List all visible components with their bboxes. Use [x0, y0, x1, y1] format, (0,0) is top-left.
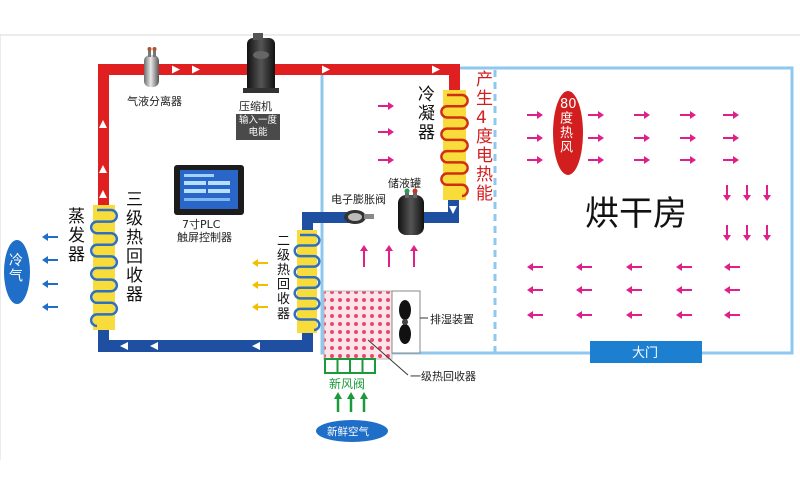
- flow-arrow: [588, 111, 604, 119]
- flow-arrow: [42, 256, 58, 264]
- flow-arrow: [634, 134, 650, 142]
- flow-arrow: [723, 134, 739, 142]
- compressor-note: 输入一度电能: [238, 115, 277, 138]
- flow-arrow: [724, 286, 740, 294]
- recovery1-label: 一级热回收器: [410, 369, 476, 383]
- cold-air-label: 冷气: [9, 253, 23, 285]
- flow-arrow: [626, 311, 642, 319]
- flow-arrow: [360, 245, 368, 267]
- flow-arrow: [385, 245, 393, 267]
- flow-arrow: [576, 286, 592, 294]
- flow-arrow: [42, 303, 58, 311]
- flow-arrow: [42, 233, 58, 241]
- flow-arrow: [680, 134, 696, 142]
- flow-arrow: [527, 156, 543, 164]
- flow-arrow: [378, 156, 394, 164]
- flow-arrow: [527, 286, 543, 294]
- plc-label-1: 7寸PLC: [182, 217, 221, 231]
- flow-arrow: [378, 102, 394, 110]
- condenser-label: 冷凝器: [418, 85, 435, 143]
- flow-arrow: [588, 134, 604, 142]
- flow-arrow: [723, 225, 731, 241]
- flow-arrow: [527, 111, 543, 119]
- fresh-air-arrows: [334, 392, 368, 412]
- expansion-valve-label: 电子膨胀阀: [331, 192, 386, 206]
- compressor-label: 压缩机: [239, 99, 272, 113]
- receiver-tank-icon: [398, 188, 424, 235]
- flow-arrow: [410, 245, 418, 267]
- recovery2-coil: [293, 230, 321, 333]
- expansion-valve-icon: [344, 210, 374, 224]
- flow-arrow: [724, 311, 740, 319]
- flow-arrow: [576, 263, 592, 271]
- flow-arrow: [626, 263, 642, 271]
- fan-icon: [399, 300, 411, 344]
- evaporator-label: 蒸发器: [68, 207, 85, 265]
- flow-arrow: [723, 111, 739, 119]
- flow-arrow: [634, 156, 650, 164]
- fresh-air-label: 新鲜空气: [327, 425, 369, 438]
- recovery2-label: 二级热回收器: [277, 234, 290, 322]
- flow-arrow: [723, 156, 739, 164]
- flow-arrow: [252, 303, 268, 311]
- compressor-note-box: [236, 114, 280, 140]
- hot-air-badge: [553, 91, 583, 175]
- evaporator-coil: [89, 205, 119, 330]
- flow-arrow: [763, 225, 771, 241]
- flow-arrow: [676, 286, 692, 294]
- flow-arrow: [724, 263, 740, 271]
- plc-label-2: 触屏控制器: [177, 230, 232, 244]
- door-label: 大门: [632, 346, 658, 361]
- flow-arrow: [252, 259, 268, 267]
- dehumid-label: 排湿装置: [430, 312, 474, 326]
- receiver-label: 储液罐: [388, 176, 421, 190]
- flow-arrow: [626, 286, 642, 294]
- hot-pipe: [98, 64, 460, 214]
- separator-tank-icon: [144, 47, 159, 87]
- door: [590, 341, 702, 363]
- fresh-valve-grille: [324, 358, 376, 374]
- flow-arrow: [527, 311, 543, 319]
- plc-screen-icon[interactable]: [174, 165, 244, 215]
- separator-label: 气液分离器: [127, 94, 182, 108]
- flow-arrow: [527, 263, 543, 271]
- recovery3-label: 三级热回收器: [126, 190, 143, 305]
- recovery1-leader: [367, 339, 409, 376]
- recovery1-block: [323, 290, 393, 360]
- flow-arrow: [743, 185, 751, 201]
- fresh-air-badge: [316, 420, 388, 442]
- flow-arrow: [576, 311, 592, 319]
- flow-arrow: [42, 280, 58, 288]
- flow-arrow: [680, 111, 696, 119]
- flow-arrow: [676, 311, 692, 319]
- flow-arrow: [634, 111, 650, 119]
- room-border: [320, 66, 794, 355]
- fresh-valve-label: 新风阀: [329, 376, 365, 391]
- flow-arrow: [723, 185, 731, 201]
- flow-arrow: [680, 156, 696, 164]
- flow-arrow: [252, 281, 268, 289]
- flow-arrow: [527, 134, 543, 142]
- cold-air-badge: [4, 240, 30, 304]
- flow-arrow: [743, 225, 751, 241]
- flow-arrow: [676, 263, 692, 271]
- compressor-icon: [243, 33, 279, 93]
- condenser-coil: [440, 90, 469, 200]
- flow-arrow: [763, 185, 771, 201]
- drying-room-label: 烘干房: [585, 194, 687, 234]
- airflow-arrows: [42, 102, 771, 319]
- flow-arrow: [588, 156, 604, 164]
- flow-arrow: [378, 128, 394, 136]
